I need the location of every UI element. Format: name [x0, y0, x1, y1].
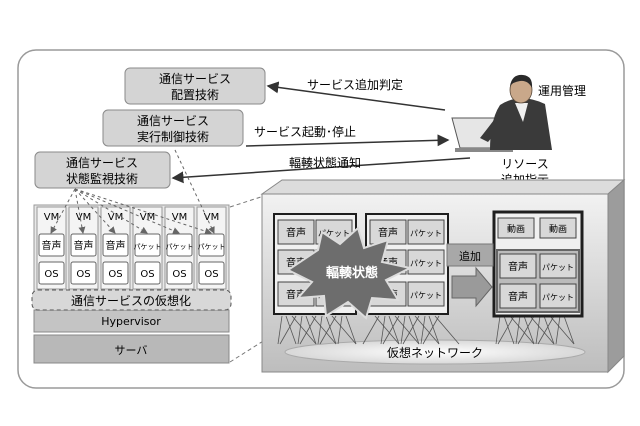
vm-column: VM 音声 OS: [100, 206, 131, 290]
packet-box-label: パケット: [198, 243, 226, 251]
network-label: 仮想ネットワーク: [387, 345, 483, 360]
monitoring-tech-line1: 通信サービス: [66, 156, 138, 170]
voice-box-label: 音声: [42, 239, 62, 252]
resource-line1: リソース: [501, 157, 548, 171]
video-cell: 動画: [549, 224, 567, 235]
voice-box-label: 音声: [106, 239, 126, 252]
hypervisor-label: Hypervisor: [101, 315, 161, 328]
os-label: OS: [44, 269, 58, 280]
vm-column: VM 音声 OS: [68, 206, 99, 290]
voice-cell: 音声: [508, 290, 528, 303]
packet-cell: パケット: [542, 263, 574, 272]
packet-cell: パケット: [410, 259, 442, 268]
congestion-notify-label: 輻輳状態通知: [289, 155, 361, 170]
monitoring-links: [50, 149, 215, 235]
network-links: [277, 315, 575, 345]
add-arrow: 追加: [446, 243, 494, 308]
vm-column: VM パケット OS: [196, 206, 227, 290]
packet-cell: パケット: [318, 229, 350, 238]
virtual-network: [284, 339, 586, 365]
add-label: 追加: [459, 249, 481, 263]
vm-label: VM: [44, 212, 59, 223]
vm-column: VM パケット OS: [132, 206, 163, 290]
placement-tech-line2: 配置技術: [171, 88, 219, 102]
vm-column: VM パケット OS: [164, 206, 195, 290]
server-label: サーバ: [115, 344, 148, 357]
congestion-burst: 輻輳状態: [286, 226, 413, 320]
packet-cell: パケット: [410, 291, 442, 300]
monitoring-tech-box: 通信サービス 状態監視技術: [34, 151, 171, 189]
os-label: OS: [204, 269, 218, 280]
operator-label: 運用管理: [538, 83, 586, 98]
server-module: 動画動画音声パケット音声パケット: [492, 210, 584, 318]
execution-tech-line1: 通信サービス: [137, 114, 209, 128]
arrow-congestion-notify: [171, 157, 471, 184]
operator-icon: [451, 74, 552, 152]
packet-box-label: パケット: [134, 243, 162, 251]
service-start-stop-label: サービス起動･停止: [254, 124, 356, 139]
vm-label: VM: [204, 212, 219, 223]
execution-tech-line2: 実行制御技術: [137, 129, 209, 144]
vm-columns: VM 音声 OS VM 音声 OS VM 音声 OS VM パケット OS VM パケット OS VM パケット…: [36, 206, 227, 290]
placement-tech-box: 通信サービス 配置技術: [124, 67, 266, 105]
virtualization-label: 通信サービスの仮想化: [71, 293, 191, 308]
os-label: OS: [172, 269, 186, 280]
packet-cell: パケット: [542, 293, 574, 302]
os-label: OS: [108, 269, 122, 280]
os-label: OS: [76, 269, 90, 280]
execution-tech-box: 通信サービス 実行制御技術: [102, 109, 244, 147]
voice-box-label: 音声: [74, 239, 94, 252]
os-label: OS: [140, 269, 154, 280]
voice-cell: 音声: [378, 226, 398, 239]
monitoring-tech-line2: 状態監視技術: [66, 171, 138, 186]
vm-column: VM 音声 OS: [36, 206, 67, 290]
arrow-service-add-judgment: [266, 81, 446, 111]
packet-cell: パケット: [410, 229, 442, 238]
voice-cell: 音声: [508, 260, 528, 273]
placement-tech-line1: 通信サービス: [159, 72, 231, 86]
packet-box-label: パケット: [166, 243, 194, 251]
vm-label: VM: [108, 212, 123, 223]
voice-cell: 音声: [286, 226, 306, 239]
service-add-judgment-label: サービス追加判定: [307, 77, 403, 92]
vm-label: VM: [172, 212, 187, 223]
arrow-service-start-stop: [245, 134, 450, 147]
vm-label: VM: [76, 212, 91, 223]
congestion-label: 輻輳状態: [326, 265, 378, 281]
vm-label: VM: [140, 212, 155, 223]
video-cell: 動画: [507, 224, 525, 235]
